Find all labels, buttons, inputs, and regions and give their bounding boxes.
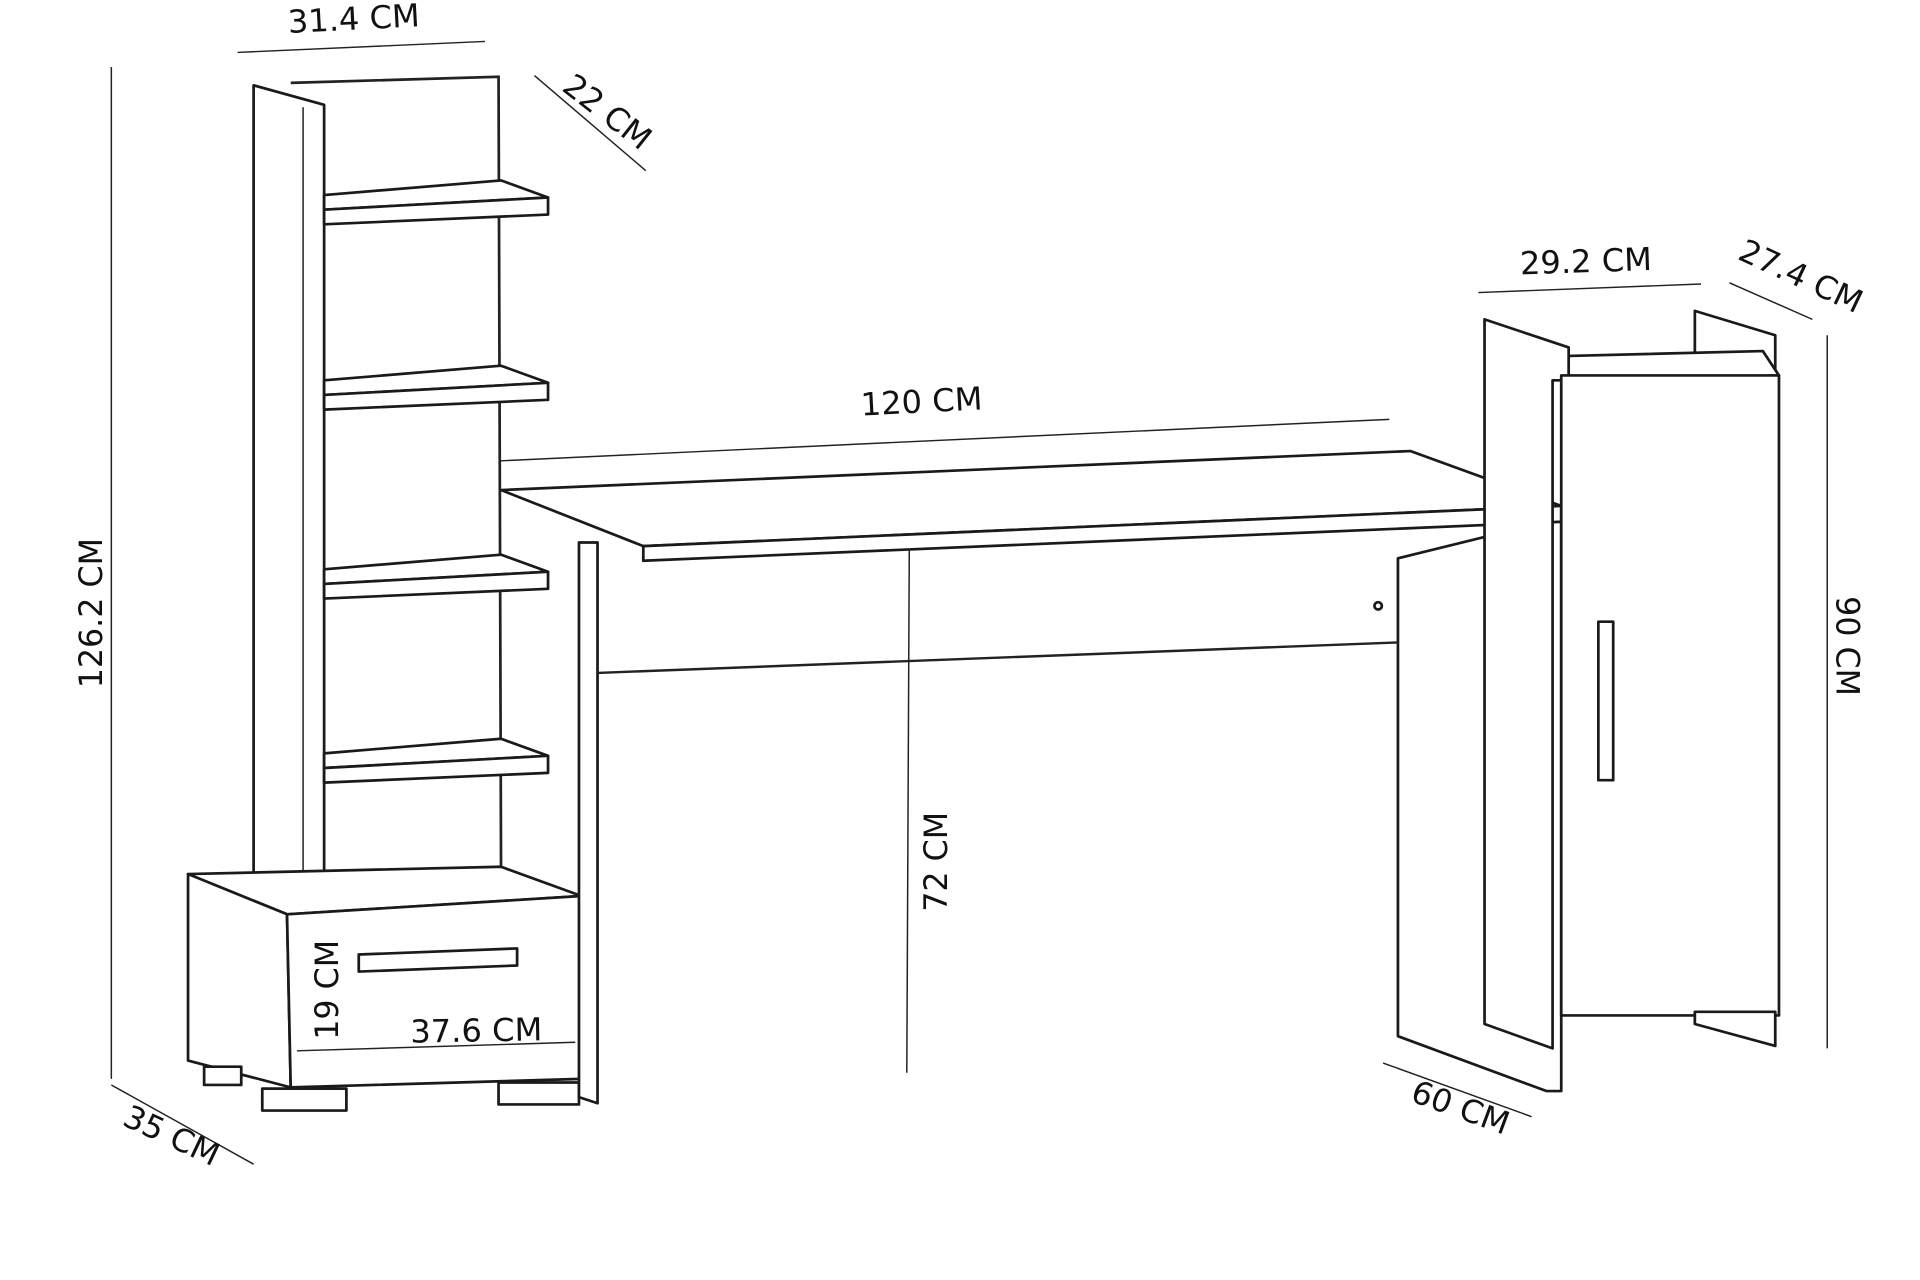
drawer-handle xyxy=(357,947,519,973)
label-drawer-width: 37.6 CM xyxy=(410,1011,543,1051)
bookshelf xyxy=(186,75,583,1112)
foot xyxy=(202,1065,243,1087)
label-cabinet-width: 29.2 CM xyxy=(1519,240,1652,282)
label-total-height: 126.2 CM xyxy=(72,538,110,688)
shelf xyxy=(322,364,550,411)
cabinet-side-panel xyxy=(1483,318,1571,1050)
label-desk-height: 72 CM xyxy=(917,812,955,912)
label-desk-width: 120 CM xyxy=(860,380,984,424)
foot xyxy=(497,1081,581,1106)
cabinet-door xyxy=(1559,374,1781,1017)
label-cabinet-height: 90 CM xyxy=(1829,596,1867,696)
shelf xyxy=(322,179,550,226)
label-bookshelf-width: 31.4 CM xyxy=(287,0,421,41)
label-base-depth: 35 CM xyxy=(118,1097,226,1173)
shelf xyxy=(322,553,550,600)
dimension-lines xyxy=(110,40,1828,1165)
side-cabinet xyxy=(1483,309,1781,1050)
label-cabinet-depth: 27.4 CM xyxy=(1733,232,1869,321)
label-desk-depth: 60 CM xyxy=(1406,1073,1514,1143)
foot xyxy=(260,1087,348,1112)
label-drawer-height: 19 CM xyxy=(308,940,346,1040)
desk-left-leg xyxy=(577,541,599,1105)
desk xyxy=(499,449,1563,1105)
label-bookshelf-depth: 22 CM xyxy=(556,66,659,157)
shelf xyxy=(322,737,550,784)
cabinet-door-handle xyxy=(1596,620,1615,782)
bookshelf-side-panel xyxy=(252,83,326,894)
